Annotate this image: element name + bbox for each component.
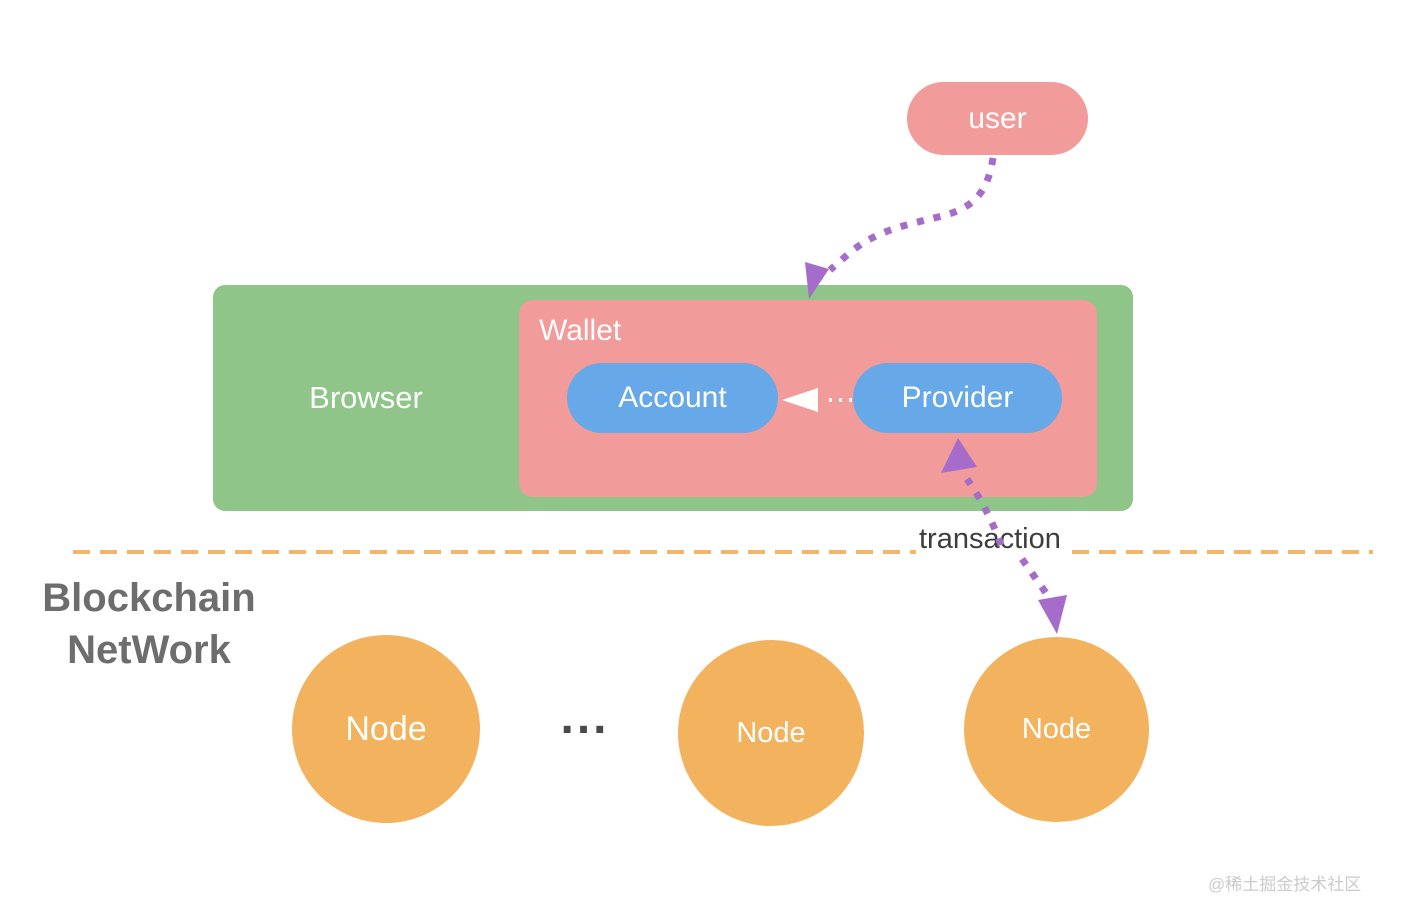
blockchain-node-2: Node: [678, 640, 864, 826]
blockchain-node-3: Node: [964, 637, 1149, 822]
user-node: user: [907, 82, 1088, 155]
wallet-label: Wallet: [539, 314, 622, 347]
watermark-text: @稀土掘金技术社区: [1208, 875, 1362, 894]
nodes-ellipsis: ...: [560, 691, 610, 744]
node-2-label: Node: [736, 716, 806, 749]
wallet-box: Wallet Account Provider: [519, 300, 1097, 497]
blockchain-node-1: Node: [292, 635, 480, 823]
browser-label: Browser: [309, 380, 423, 415]
account-node: Account: [567, 363, 778, 433]
account-label: Account: [618, 381, 727, 414]
provider-label: Provider: [901, 381, 1014, 414]
provider-node: Provider: [853, 363, 1062, 433]
user-label: user: [968, 101, 1027, 135]
node-3-label: Node: [1021, 713, 1092, 745]
node-1-label: Node: [345, 709, 427, 748]
browser-box: Browser Wallet Account Provider: [213, 285, 1133, 511]
